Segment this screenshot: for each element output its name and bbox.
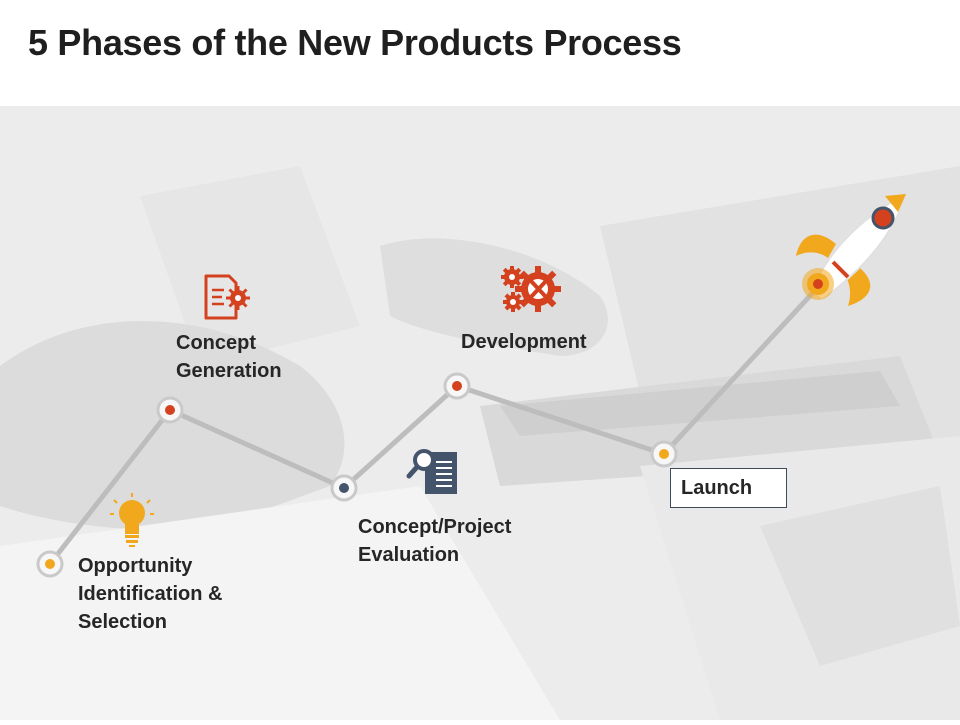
phase-node-5 xyxy=(650,440,678,468)
phase-node-3 xyxy=(330,474,358,502)
phase-label-development: Development xyxy=(461,331,587,353)
background-photo xyxy=(0,106,960,720)
process-line xyxy=(47,282,823,567)
search-document-icon xyxy=(406,449,457,494)
phase-label-opportunity: Opportunity Identification & Selection xyxy=(78,555,223,633)
phase-node-1 xyxy=(36,550,64,578)
phase-label-concept-generation: Concept Generation xyxy=(176,332,282,382)
document-gear-icon xyxy=(204,274,250,320)
rocket-icon xyxy=(796,192,908,306)
phase-label-launch: Launch xyxy=(670,468,787,508)
phase-node-4 xyxy=(443,372,471,400)
phase-label-concept-evaluation: Concept/Project Evaluation xyxy=(358,516,512,566)
phase-node-2 xyxy=(156,396,184,424)
gears-wrench-icon xyxy=(501,266,561,312)
lightbulb-icon xyxy=(110,493,154,547)
page-title: 5 Phases of the New Products Process xyxy=(28,22,682,63)
